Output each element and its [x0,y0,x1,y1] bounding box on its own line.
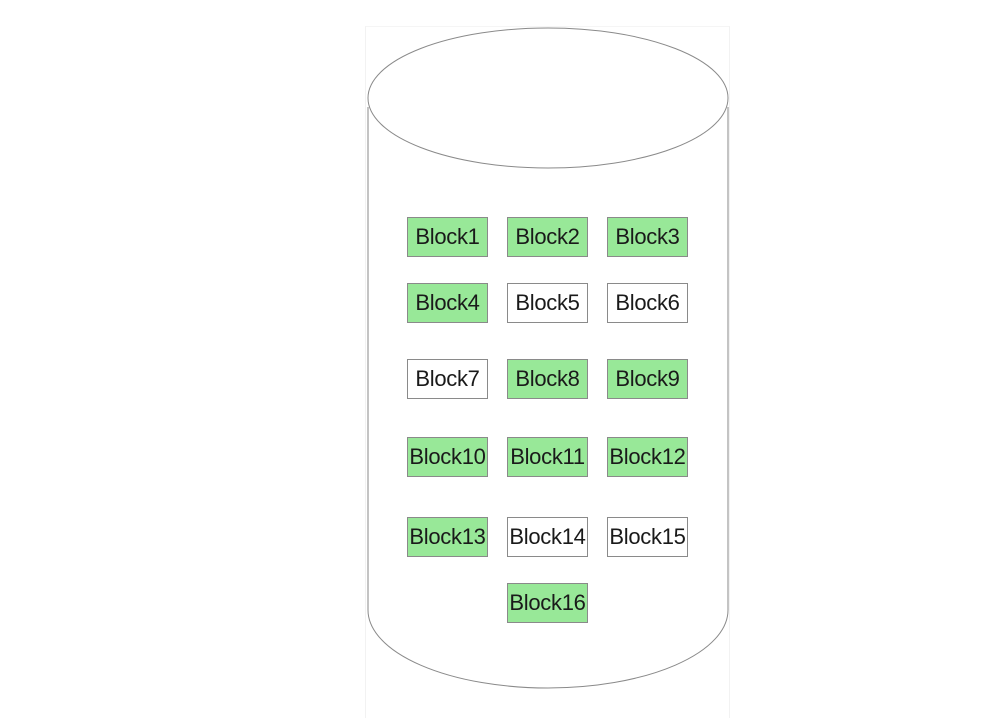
block-3[interactable]: Block3 [607,217,688,257]
block-12[interactable]: Block12 [607,437,688,477]
block-6[interactable]: Block6 [607,283,688,323]
block-15[interactable]: Block15 [607,517,688,557]
cylinder-top-ellipse [367,27,729,169]
block-11[interactable]: Block11 [507,437,588,477]
diagram-page [365,26,730,718]
block-7[interactable]: Block7 [407,359,488,399]
block-9[interactable]: Block9 [607,359,688,399]
block-8[interactable]: Block8 [507,359,588,399]
block-5[interactable]: Block5 [507,283,588,323]
block-10[interactable]: Block10 [407,437,488,477]
block-1[interactable]: Block1 [407,217,488,257]
block-4[interactable]: Block4 [407,283,488,323]
block-16[interactable]: Block16 [507,583,588,623]
block-13[interactable]: Block13 [407,517,488,557]
block-2[interactable]: Block2 [507,217,588,257]
block-14[interactable]: Block14 [507,517,588,557]
